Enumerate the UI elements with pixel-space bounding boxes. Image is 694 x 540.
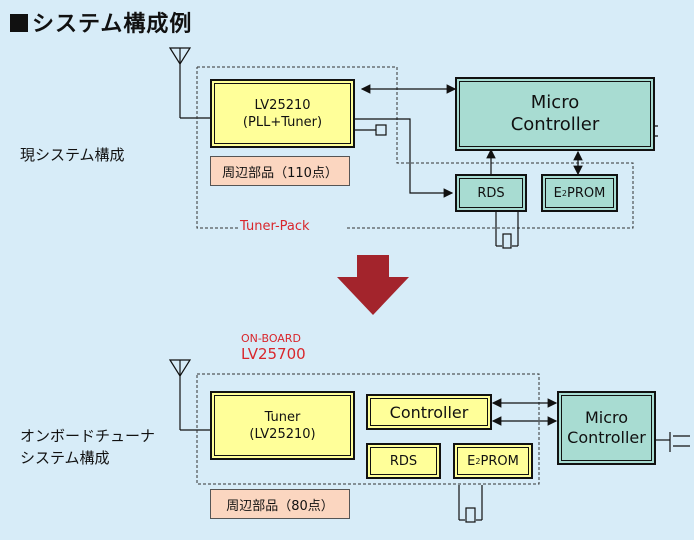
micro-label-2: Controller	[510, 114, 600, 135]
rds-box-onboard: RDS	[366, 443, 441, 479]
tuner-onboard-name: Tuner	[264, 409, 301, 425]
eeprom-sup: 2	[561, 188, 567, 198]
eeprom-suffix: PROM	[566, 185, 606, 201]
antenna-icon-bottom	[168, 359, 210, 431]
peripherals-box-onboard: 周辺部品（80点）	[210, 489, 350, 519]
micro-label-1: Micro	[530, 92, 580, 113]
antenna-icon-top	[168, 47, 210, 119]
micro-controller-box-onboard: Micro Controller	[557, 391, 656, 465]
micro-controller-box-current: Micro Controller	[455, 77, 655, 151]
peripherals-box-current: 周辺部品（110点）	[210, 156, 350, 186]
onboard-system-label-line2: システム構成	[20, 449, 110, 467]
tuner-chip-desc: (PLL+Tuner)	[242, 114, 323, 130]
page-title-text: システム構成例	[32, 12, 193, 37]
controller-box-onboard: Controller	[366, 394, 492, 430]
crystal-icon-1	[355, 124, 387, 136]
eeprom-onboard-suffix: PROM	[480, 453, 519, 469]
crystal-icon-3	[495, 212, 519, 249]
onboard-module-outline	[196, 373, 540, 485]
page-title: システム構成例	[10, 6, 192, 38]
rds-box-current: RDS	[455, 174, 527, 212]
transition-arrow-icon	[337, 255, 409, 315]
onboard-system-label-line1: オンボードチューナ	[20, 427, 156, 445]
tuner-chip-box: LV25210 (PLL+Tuner)	[210, 79, 355, 148]
current-system-label: 現システム構成	[20, 146, 125, 164]
onboard-system-label: オンボードチューナ システム構成	[20, 425, 155, 469]
square-bullet-icon	[10, 14, 28, 32]
micro-onboard-label-2: Controller	[567, 428, 646, 447]
crystal-icon-4	[655, 432, 690, 452]
tuner-onboard-desc: (LV25210)	[249, 426, 316, 442]
tuner-pack-outline	[197, 66, 634, 229]
tuner-box-onboard: Tuner (LV25210)	[210, 391, 355, 460]
tuner-chip-name: LV25210	[254, 97, 311, 113]
eeprom-onboard-prefix: E	[467, 453, 476, 469]
onboard-label: ON-BOARD	[241, 332, 301, 345]
crystal-icon-5	[458, 485, 483, 523]
micro-onboard-label-1: Micro	[584, 408, 629, 427]
eeprom-onboard-sup: 2	[475, 456, 481, 466]
eeprom-prefix: E	[553, 185, 562, 201]
tuner-pack-label: Tuner-Pack	[240, 219, 310, 234]
onboard-part-number: LV25700	[241, 345, 306, 363]
